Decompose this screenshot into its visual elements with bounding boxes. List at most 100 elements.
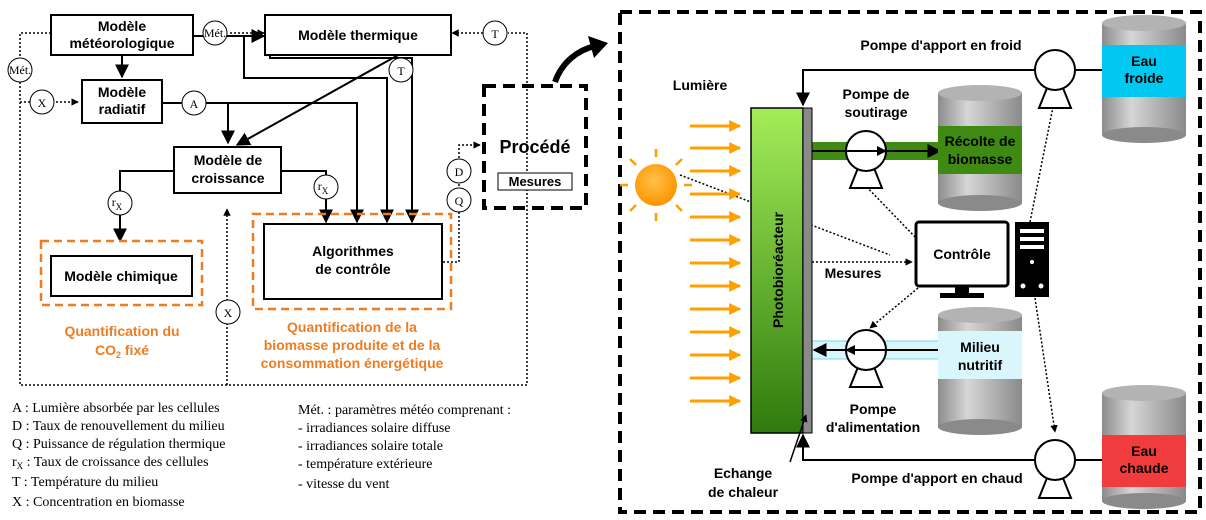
x-circle-left: X — [29, 89, 55, 115]
svg-text:Récolte de: Récolte de — [945, 133, 1016, 149]
light-arrows — [690, 120, 742, 407]
exchange-pointer — [789, 414, 808, 463]
photobioreactor — [750, 107, 804, 434]
co2-quantification-frame — [39, 239, 204, 307]
legend-right: Mét. : paramètres météo comprenant : - i… — [298, 403, 511, 492]
co2-caption-2: CO2 fixé — [95, 342, 149, 360]
radiative-model-label-2: radiatif — [99, 101, 146, 117]
svg-text:nutritif: nutritif — [958, 357, 1003, 373]
meteo-model-label-2: météorologique — [69, 35, 174, 51]
control-algorithms-label-2: de contrôle — [315, 261, 391, 277]
dotted-feedback-loop — [19, 32, 528, 386]
hot-supply-pipe — [796, 433, 1035, 461]
legend-met-1: - irradiances solaire diffuse — [298, 421, 451, 436]
svg-text:X: X — [224, 306, 233, 320]
biomass-caption-3: consommation énergétique — [261, 355, 444, 371]
legend-met-2: - irradiances solaire totale — [298, 439, 443, 454]
legend-t: T : Température du milieu — [12, 475, 158, 490]
biomass-caption-2: biomasse produite et de la — [264, 337, 441, 353]
photobioreactor-label: Photobioréacteur — [770, 211, 786, 327]
feed-pump — [845, 329, 887, 388]
thermal-model-box — [264, 14, 452, 56]
legend-a: A : Lumière absorbée par les cellules — [12, 401, 220, 416]
cold-supply-pipe — [796, 69, 1035, 107]
process-box — [482, 84, 588, 210]
chemical-model-label: Modèle chimique — [64, 268, 178, 284]
withdrawal-pump — [845, 130, 887, 189]
t-circle-top: T — [482, 20, 508, 46]
radiative-model-label-1: Modèle — [98, 84, 146, 100]
hot-water-tank: Eau chaude — [1102, 385, 1186, 509]
svg-text:Eau: Eau — [1131, 443, 1157, 459]
svg-text:D: D — [455, 165, 464, 179]
measures-label: Mesures — [509, 174, 562, 189]
growth-model-label-1: Modèle de — [194, 152, 263, 168]
legend-left: A : Lumière absorbée par les cellules D … — [12, 401, 225, 510]
biomass-harvest-tank: Récolte de biomasse — [938, 85, 1022, 211]
svg-text:chaude: chaude — [1119, 460, 1168, 476]
svg-text:T: T — [491, 27, 499, 41]
biomass-quantification-frame — [251, 212, 453, 311]
svg-text:A: A — [190, 97, 199, 111]
x-circle-bottom: X — [215, 299, 241, 325]
meteo-model-box — [50, 14, 194, 56]
svg-text:X: X — [38, 96, 47, 110]
process-detail-frame — [618, 10, 1202, 514]
legend-d: D : Taux de renouvellement du milieu — [12, 419, 225, 434]
thermal-model-label: Modèle thermique — [298, 27, 418, 43]
growth-model-label-2: croissance — [191, 170, 264, 186]
svg-text:biomasse: biomasse — [948, 151, 1013, 167]
svg-text:Eau: Eau — [1131, 53, 1157, 69]
svg-text:rX: rX — [318, 179, 329, 196]
heat-exchange-label-1: Echange — [714, 465, 773, 481]
svg-text:Mét.: Mét. — [9, 63, 31, 77]
legend-q: Q : Puissance de régulation thermique — [12, 437, 225, 452]
sun-icon — [620, 149, 692, 221]
process-zoom-arrow — [552, 36, 608, 84]
control-computer: Contrôle — [914, 220, 1049, 298]
t-circle-mid: T — [388, 57, 414, 83]
met-circle-top: Mét. — [202, 20, 228, 46]
svg-text:froide: froide — [1125, 70, 1164, 86]
a-circle: A — [181, 90, 207, 116]
met-circle-left: Mét. — [7, 57, 33, 83]
process-label: Procédé — [499, 137, 570, 157]
svg-text:Milieu: Milieu — [960, 339, 1000, 355]
co2-caption-1: Quantification du — [64, 323, 179, 339]
nutrient-medium-tank: Milieu nutritif — [938, 307, 1022, 435]
q-circle: Q — [446, 187, 472, 213]
rx-circle-left: rX — [107, 190, 133, 216]
biomass-caption-1: Quantification de la — [287, 319, 417, 335]
cold-pump-label: Pompe d'apport en froid — [860, 37, 1021, 53]
legend-x: X : Concentration en biomasse — [12, 495, 185, 510]
control-algorithms-label-1: Algorithmes — [312, 243, 394, 259]
right-process-diagram: Photobioréacteur Lumière — [618, 10, 1202, 514]
measures-box — [497, 172, 573, 191]
measures-right-label: Mesures — [825, 265, 882, 281]
svg-text:Mét.: Mét. — [204, 26, 226, 40]
rx-circle-right: rX — [313, 174, 339, 200]
left-model-diagram: Modèle météorologique Modèle thermique M… — [7, 14, 588, 386]
control-to-feed-pump — [869, 287, 919, 329]
control-to-cold-pump — [1029, 96, 1058, 223]
legend-met-4: - vitesse du vent — [298, 477, 389, 492]
legend-met-3: - température extérieure — [298, 457, 432, 472]
cold-water-pump — [1034, 49, 1076, 109]
control-to-hot-pump — [1034, 297, 1058, 433]
feed-pump-label-1: Pompe — [850, 401, 897, 417]
svg-text:rX: rX — [112, 195, 123, 212]
radiative-model-box — [81, 79, 163, 124]
svg-text:T: T — [397, 64, 405, 78]
chemical-model-box — [50, 255, 193, 297]
cold-water-tank: Eau froide — [1102, 15, 1186, 143]
control-label: Contrôle — [933, 246, 991, 262]
algo-to-procede-dotted — [443, 141, 481, 263]
svg-text:Q: Q — [455, 194, 464, 208]
d-circle: D — [446, 158, 472, 184]
hot-water-pump — [1034, 439, 1076, 499]
withdrawal-pump-label-1: Pompe de — [843, 86, 910, 102]
light-label: Lumière — [673, 77, 728, 93]
legend-rx: rX : Taux de croissance des cellules — [12, 455, 209, 471]
meteo-model-label-1: Modèle — [98, 18, 146, 34]
